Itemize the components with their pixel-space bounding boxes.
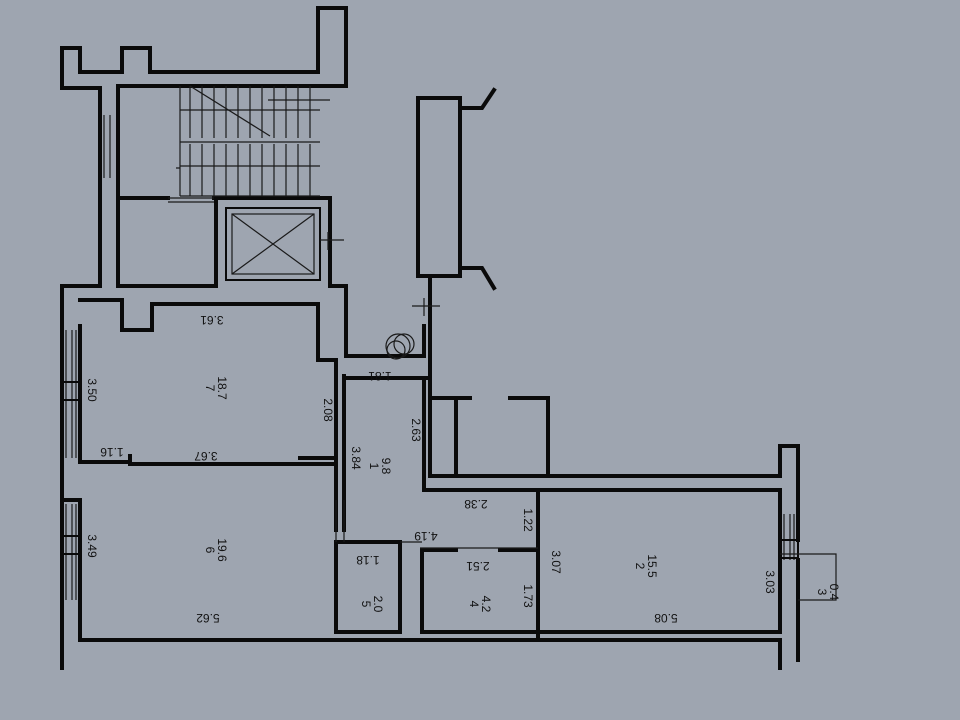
room-4-area: 4.2 bbox=[479, 596, 493, 613]
dimension-label: 3.03 bbox=[763, 570, 777, 594]
dimension-label: 2.63 bbox=[409, 418, 423, 442]
room-4-number: 4 bbox=[467, 601, 481, 608]
dimension-label: 1.16 bbox=[100, 445, 124, 459]
dimension-label: 3.49 bbox=[85, 534, 99, 558]
dimension-label: 3.07 bbox=[549, 550, 563, 574]
dimension-label: 2.08 bbox=[321, 398, 335, 422]
room-7-area: 18.7 bbox=[215, 376, 229, 400]
dimension-label: 3.84 bbox=[349, 446, 363, 470]
staircase bbox=[176, 85, 330, 197]
dimension-label: 3.67 bbox=[194, 449, 218, 463]
room-labels: 1 9.8 2 15.5 3 0.4 4 4.2 5 2.0 6 19.6 7 … bbox=[203, 376, 841, 612]
room-6-area: 19.6 bbox=[215, 538, 229, 562]
dimension-label: 2.38 bbox=[464, 497, 488, 511]
room-3-number: 3 bbox=[815, 589, 829, 596]
room-3-area: 0.4 bbox=[827, 584, 841, 601]
windows bbox=[61, 115, 799, 600]
room-2-number: 2 bbox=[633, 563, 647, 570]
room-7-number: 7 bbox=[203, 385, 217, 392]
scribble-mark bbox=[385, 333, 415, 360]
dimension-label: 5.08 bbox=[654, 611, 678, 625]
walls bbox=[60, 6, 800, 670]
dimension-label: 4.19 bbox=[414, 529, 438, 543]
dimension-labels: 3.61 3.50 1.16 3.67 2.08 1.81 3.84 2.63 … bbox=[85, 313, 777, 625]
dimension-label: 1.81 bbox=[368, 369, 392, 383]
room-label: 6 19.6 bbox=[203, 538, 229, 562]
room-label: 1 9.8 bbox=[367, 458, 393, 475]
elevator-shaft bbox=[225, 207, 344, 281]
dimension-label: 1.18 bbox=[356, 553, 380, 567]
room-6-number: 6 bbox=[203, 547, 217, 554]
dimension-label: 1.73 bbox=[521, 584, 535, 608]
dimension-label: 1.22 bbox=[521, 508, 535, 532]
room-label: 2 15.5 bbox=[633, 554, 659, 578]
dimension-label: 2.51 bbox=[466, 559, 490, 573]
misc-marks bbox=[335, 298, 837, 601]
dimension-label: 3.61 bbox=[200, 313, 224, 327]
room-1-area: 9.8 bbox=[379, 458, 393, 475]
room-5-area: 2.0 bbox=[371, 596, 385, 613]
dimension-label: 5.62 bbox=[196, 611, 220, 625]
dimension-label: 3.50 bbox=[85, 378, 99, 402]
room-5-number: 5 bbox=[359, 601, 373, 608]
room-label: 3 0.4 bbox=[815, 584, 841, 601]
room-label: 5 2.0 bbox=[359, 596, 385, 613]
room-label: 7 18.7 bbox=[203, 376, 229, 400]
room-label: 4 4.2 bbox=[467, 596, 493, 613]
room-2-area: 15.5 bbox=[645, 554, 659, 578]
room-1-number: 1 bbox=[367, 463, 381, 470]
